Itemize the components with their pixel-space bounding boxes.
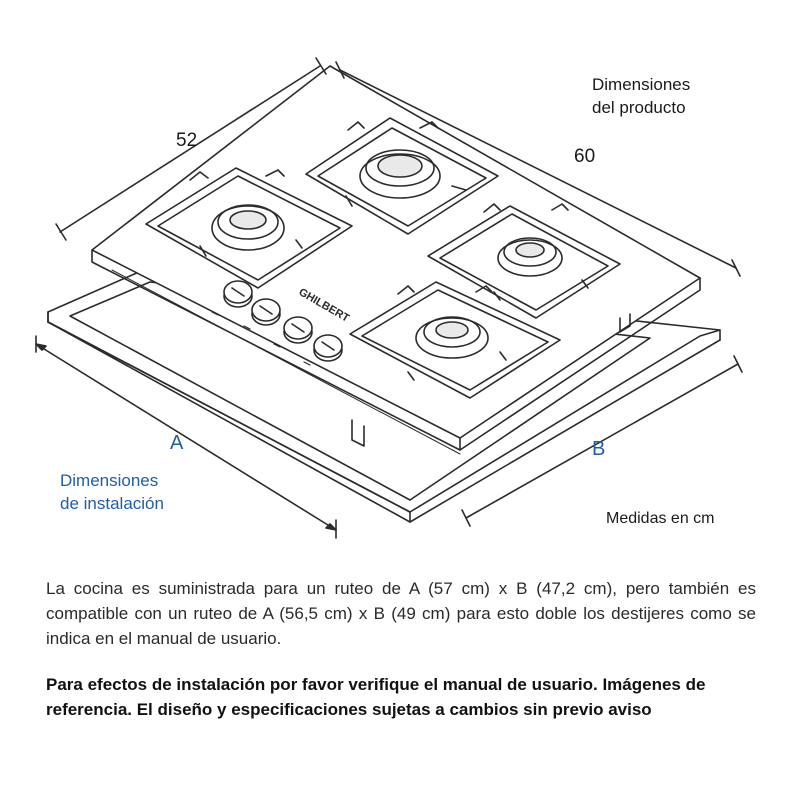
- burner-rear-center: [305, 117, 499, 235]
- width-dimension-label: 52: [176, 130, 198, 151]
- depth-dimension-label: 60: [574, 146, 596, 167]
- cutout-a-label: A: [170, 432, 184, 454]
- knob-1[interactable]: [223, 280, 253, 308]
- burner-left: [145, 167, 353, 289]
- product-dimensions-title: Dimensiones del producto: [592, 74, 690, 120]
- dimension-b-line: [461, 355, 743, 527]
- installation-description: La cocina es suministrada para un ruteo …: [46, 579, 756, 648]
- installation-disclaimer: Para efectos de instalación por favor ve…: [46, 675, 706, 719]
- burner-front: [349, 281, 561, 399]
- knob-4[interactable]: [313, 334, 343, 362]
- product-dimensions-line2: del producto: [592, 97, 686, 117]
- knob-2[interactable]: [251, 298, 281, 326]
- cooktop-installation-diagram: GHILBERT: [35, 57, 743, 539]
- units-note: Medidas en cm: [606, 510, 715, 527]
- installation-dimensions-line1: Dimensiones: [60, 471, 159, 490]
- installation-dimensions-title: Dimensiones de instalación: [60, 470, 164, 516]
- dimension-52-line: [55, 57, 327, 241]
- dimension-a-line: [35, 335, 337, 539]
- burner-right: [427, 203, 621, 319]
- cutout-b-label: B: [592, 438, 606, 460]
- dimension-60-line: [335, 61, 741, 277]
- product-dimensions-line1: Dimensiones: [592, 75, 691, 94]
- control-knobs: [211, 280, 343, 366]
- installation-dimensions-line2: de instalación: [60, 493, 164, 513]
- knob-3[interactable]: [283, 316, 313, 344]
